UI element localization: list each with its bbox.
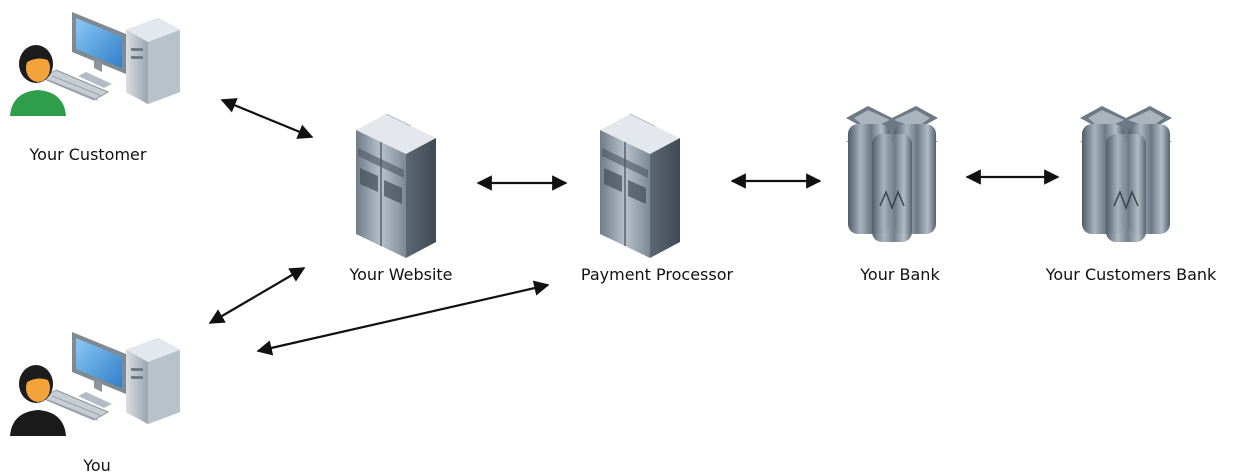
mainframe-icon — [1079, 105, 1173, 243]
server-rack-icon — [599, 113, 681, 259]
label-your-bank: Your Bank — [860, 265, 940, 284]
arrow-you-website — [208, 267, 306, 324]
label-you: You — [83, 456, 111, 475]
label-payment-processor: Payment Processor — [580, 265, 734, 284]
node-your-website — [355, 113, 437, 259]
arrow-you-processor — [256, 280, 550, 356]
node-your-bank — [845, 105, 939, 243]
label-your-customers-bank: Your Customers Bank — [1045, 265, 1217, 284]
node-payment-processor — [599, 113, 681, 259]
user-icon — [10, 365, 66, 436]
node-your-customers-bank — [1079, 105, 1173, 243]
server-rack-icon — [355, 113, 437, 259]
node-you — [10, 331, 181, 436]
mainframe-icon — [845, 105, 939, 243]
connectors — [208, 98, 1060, 356]
node-your-customer — [10, 11, 181, 116]
arrow-customer-website — [220, 98, 314, 139]
workstation-icon — [41, 11, 181, 105]
label-your-website: Your Website — [349, 265, 453, 284]
label-your-customer: Your Customer — [29, 145, 147, 164]
user-icon — [10, 45, 66, 116]
workstation-icon — [41, 331, 181, 425]
